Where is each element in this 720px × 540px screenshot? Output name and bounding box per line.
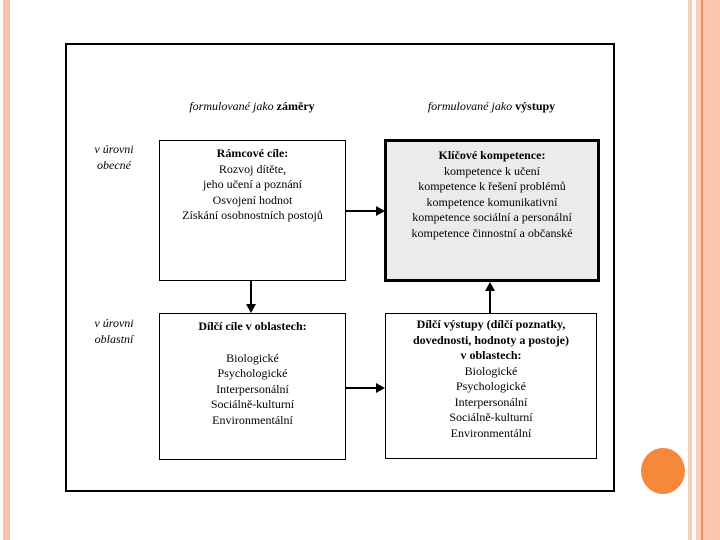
box-line: Environmentální [450, 425, 532, 440]
box-line: kompetence sociální a personální [412, 210, 572, 224]
box-line: Interpersonální [216, 381, 289, 396]
box-line: Sociálně-kulturní [449, 410, 533, 424]
header-prefix: formulované jako [189, 99, 277, 113]
arrow-ramcove-to-dilcicile-line [250, 281, 252, 306]
box-line: Biologické [464, 363, 518, 378]
arrow-right-icon [376, 206, 385, 216]
arrow-ramcove-to-klicove-line [346, 210, 377, 212]
box-line: Psychologické [217, 366, 288, 380]
right-accent-stripe-line [701, 0, 703, 540]
box-line: kompetence komunikativní [426, 194, 558, 209]
column-header-zamery: formulované jako záměry [149, 98, 355, 114]
header-bold-word: záměry [276, 99, 315, 113]
box-line: Biologické [226, 350, 279, 365]
box-line: kompetence k řešení problémů [418, 179, 566, 193]
arrow-down-icon [246, 304, 256, 313]
box-title-line: v oblastech: [460, 348, 522, 362]
box-line: Psychologické [456, 379, 526, 393]
header-prefix: formulované jako [427, 99, 516, 113]
box-title: Rámcové cíle: [216, 146, 289, 160]
box-line: Získání osobnostních postojů [182, 208, 323, 222]
right-accent-stripe-1 [688, 0, 692, 540]
box-line: Environmentální [212, 412, 293, 427]
box-line: Interpersonální [454, 394, 528, 409]
header-bold-word: výstupy [515, 99, 556, 113]
right-accent-band [703, 0, 720, 540]
arrow-dilcicile-to-dilcivystupy-line [346, 387, 377, 389]
row-label-line: obecné [97, 157, 131, 172]
orange-circle-decoration [641, 448, 685, 494]
box-dilci-vystupy: Dílčí výstupy (dílčí poznatky, dovednost… [385, 313, 597, 459]
box-line: kompetence činnostní a občanské [411, 225, 573, 240]
box-line: Sociálně-kulturní [210, 397, 295, 411]
arrow-dilcivystupy-to-klicove-line [489, 289, 491, 313]
box-title: Klíčové kompetence: [438, 148, 546, 162]
row-label-oblastni: v úrovni oblastní [78, 316, 150, 347]
box-line: kompetence k učení [444, 163, 540, 178]
arrow-up-icon [485, 282, 495, 291]
row-label-line: oblastní [94, 331, 134, 346]
arrow-right-icon [376, 383, 385, 393]
row-label-line: v úrovni [94, 142, 134, 156]
box-title-line: Dílčí výstupy (dílčí poznatky, [416, 317, 566, 331]
right-accent-stripe-2 [696, 0, 701, 540]
left-accent-stripe [3, 0, 10, 540]
box-klicove-kompetence: Klíčové kompetence: kompetence k učení k… [384, 139, 600, 282]
row-label-line: v úrovni [94, 316, 134, 330]
box-line: Osvojení hodnot [212, 192, 293, 207]
box-title-line: dovednosti, hodnoty a postoje) [412, 332, 570, 347]
box-dilci-cile: Dílčí cíle v oblastech: Biologické Psych… [159, 313, 346, 460]
box-line: jeho učení a poznání [203, 177, 302, 191]
box-ramcove-cile: Rámcové cíle: Rozvoj dítěte, jeho učení … [159, 140, 346, 281]
box-title: Dílčí cíle v oblastech: [198, 319, 307, 333]
box-line: Rozvoj dítěte, [218, 161, 287, 176]
column-header-vystupy: formulované jako výstupy [375, 98, 608, 114]
row-label-obecne: v úrovni obecné [78, 142, 150, 173]
